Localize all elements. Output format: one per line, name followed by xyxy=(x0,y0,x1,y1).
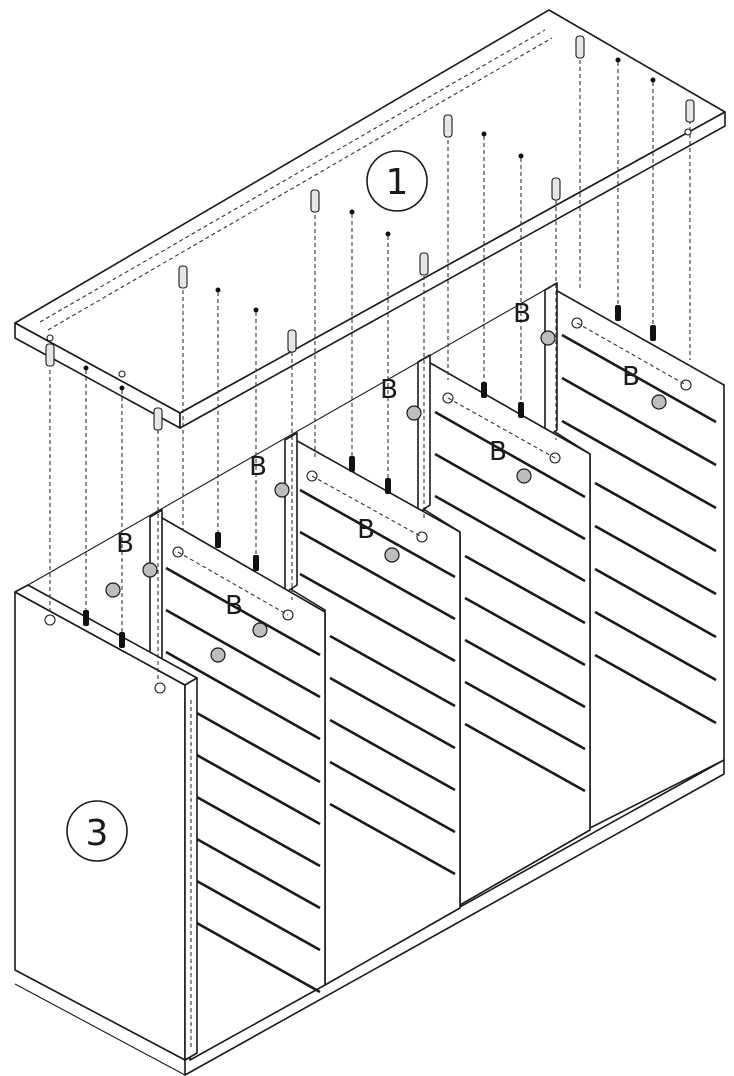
callout-b: B xyxy=(249,452,267,482)
callout-b: B xyxy=(116,529,134,559)
part-label-3: 3 xyxy=(66,800,128,862)
callout-b: B xyxy=(513,299,531,329)
callout-b: B xyxy=(622,362,640,392)
panel-right xyxy=(540,282,725,829)
callout-b: B xyxy=(380,375,398,405)
fasteners xyxy=(45,35,695,680)
panel-third xyxy=(406,354,591,906)
callout-b: B xyxy=(357,515,375,545)
panel-first xyxy=(105,509,326,1061)
callout-b: B xyxy=(489,437,507,467)
part-label-1: 1 xyxy=(366,150,428,212)
callout-b: B xyxy=(225,591,243,621)
part-number-3: 3 xyxy=(86,813,109,854)
top-panel xyxy=(14,9,726,429)
part-number-1: 1 xyxy=(386,162,409,203)
callouts: B B B B B B B B xyxy=(116,299,640,621)
